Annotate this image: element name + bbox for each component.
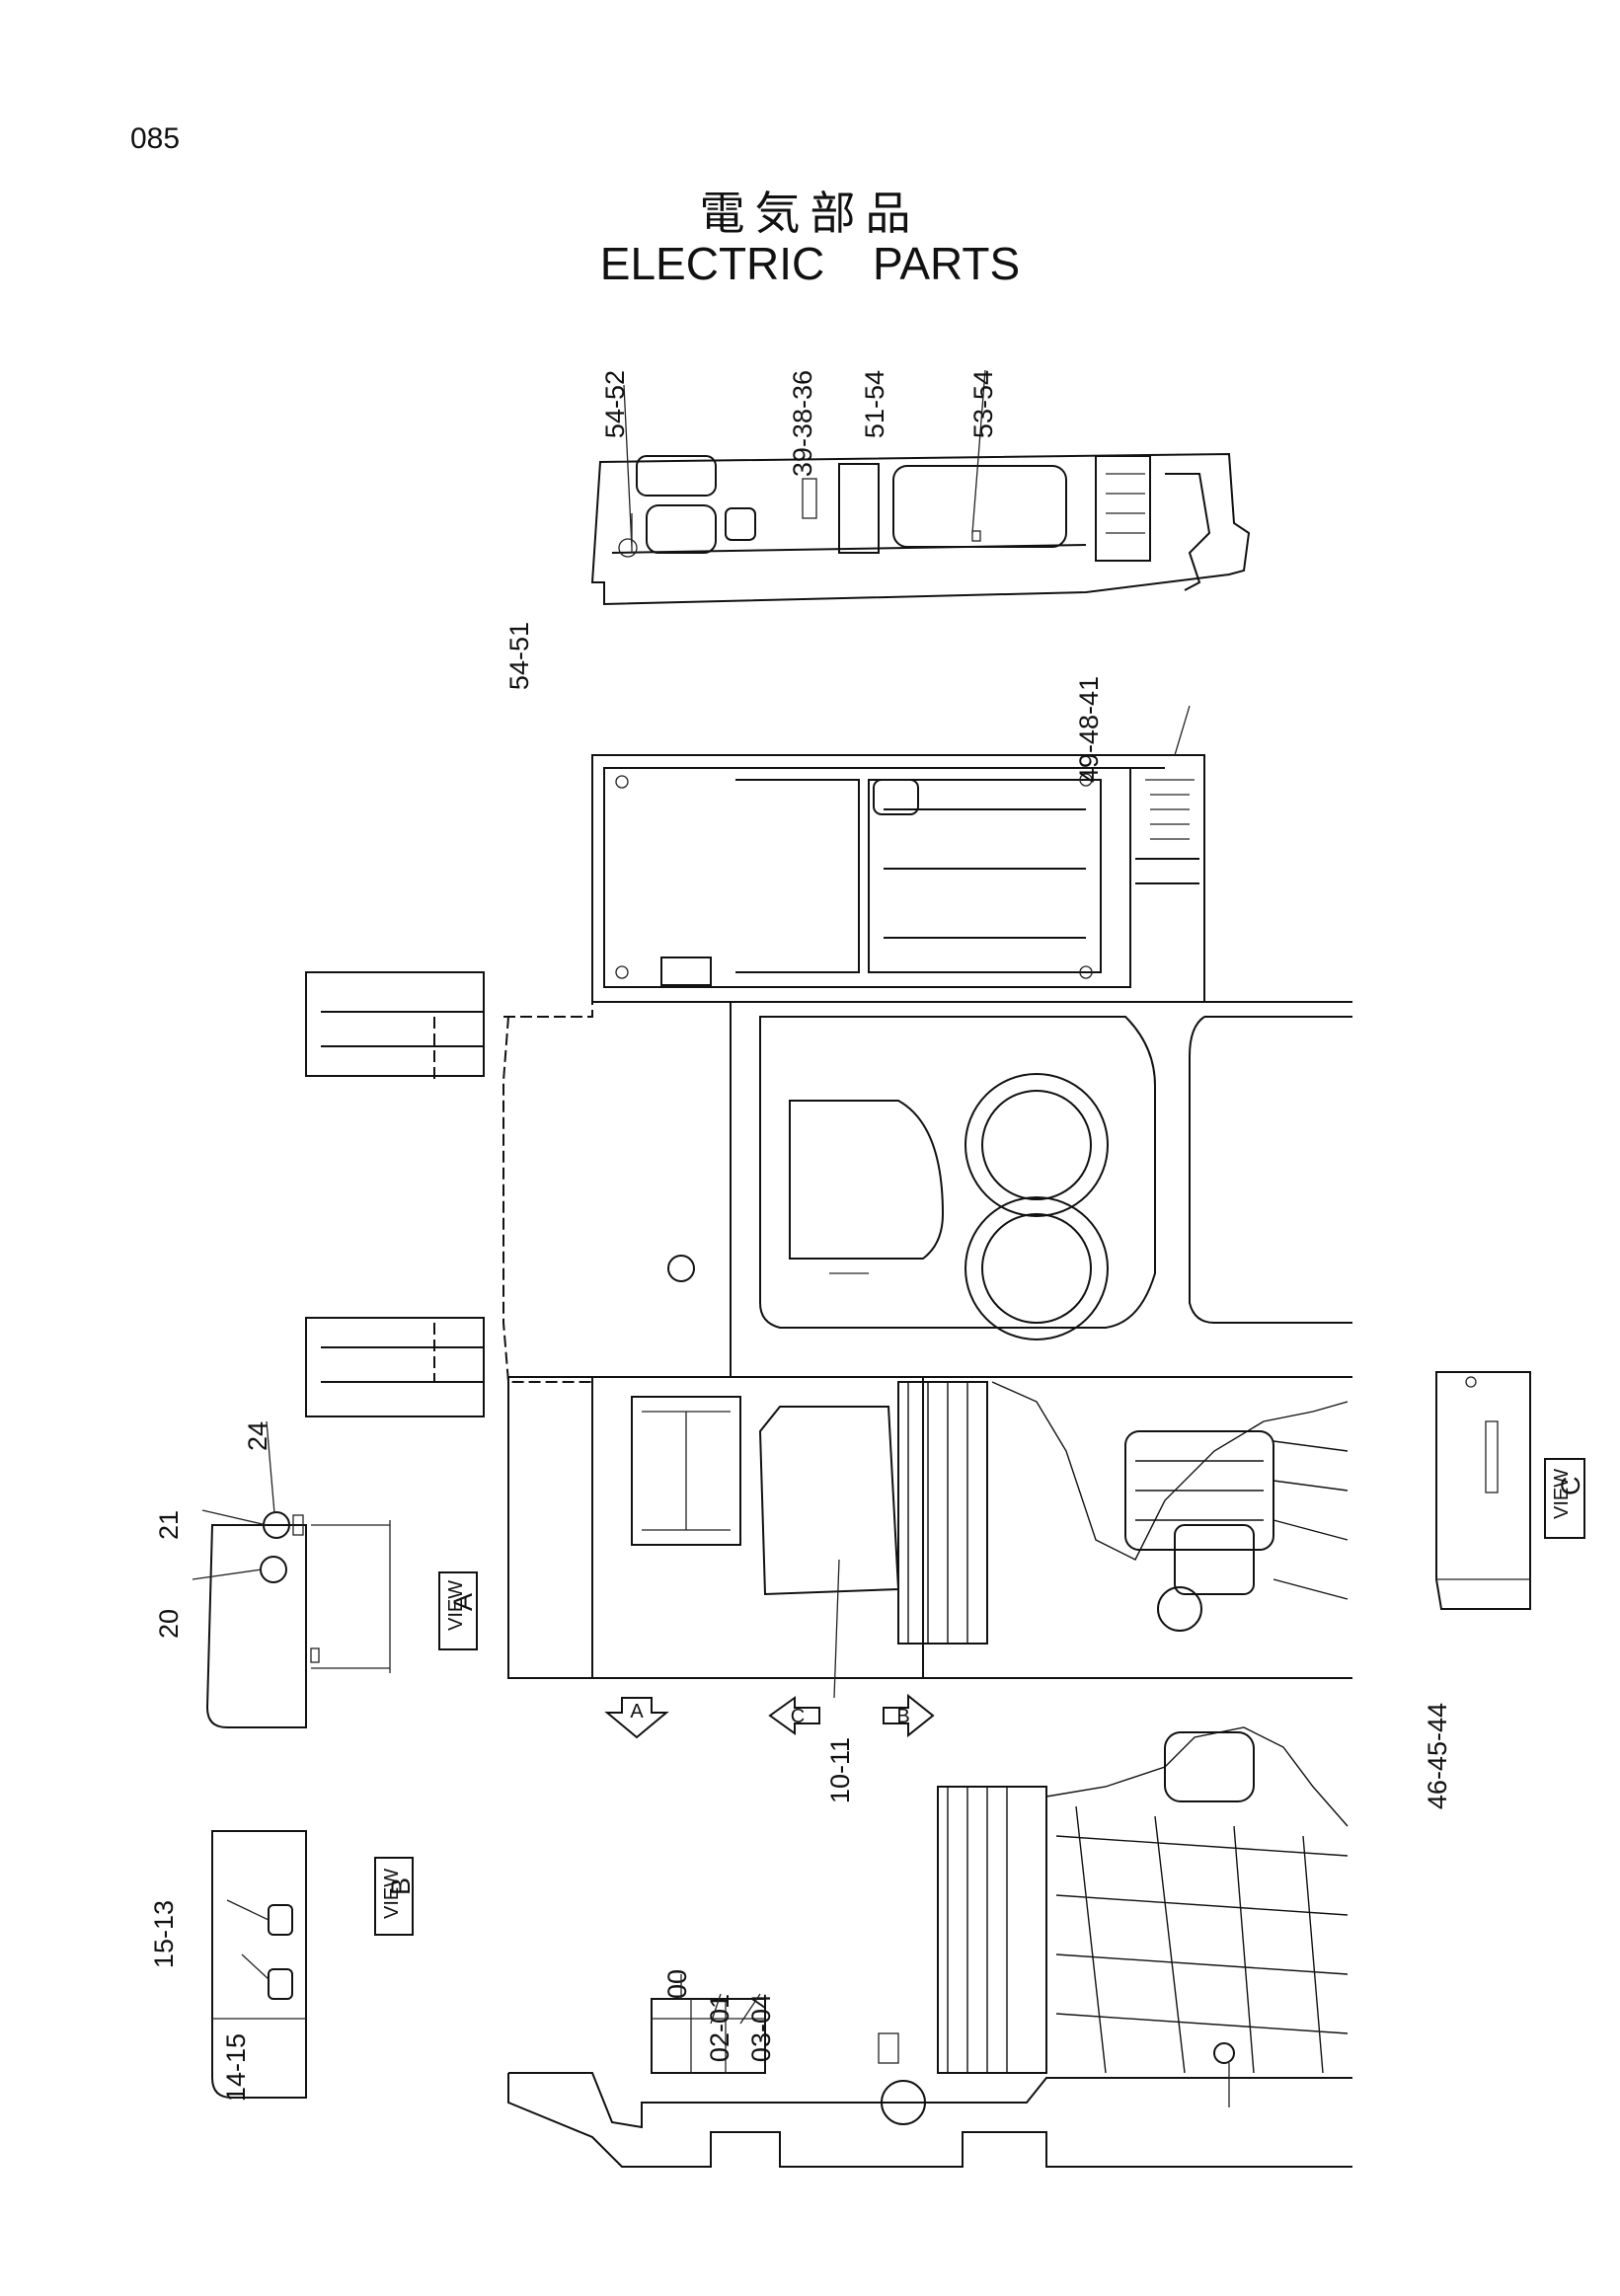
view-b-tag-word: VIEW [381,1869,403,1919]
callouts-main-plan: 10-11 [825,1737,855,1803]
main-plan-body [305,971,1352,1417]
view-arrow-a: A [604,1697,669,1739]
view-a-tag: VIEW A [438,1571,478,1650]
callouts-view-c: 46-45-44 [1423,1703,1452,1809]
view-b-panel [211,1830,307,2099]
callout-51-54: 51-54 [860,370,889,438]
lower-frame-engine [507,1376,1352,1699]
callout-24: 24 [243,1421,272,1451]
callout-49-48-41: 49-48-41 [1074,676,1104,783]
callout-03-04: 03-04 [746,1994,776,2062]
view-a-tag-letter: A [448,1593,478,1611]
side-elevation [507,1726,1352,2168]
callout-46-45-44: 46-45-44 [1423,1703,1452,1809]
callouts-top-view: 54-52 39-38-36 51-54 53-54 54-51 [504,370,998,690]
view-arrow-c: C [768,1696,820,1735]
title-japanese: 電気部品 [699,187,921,240]
callout-10-11: 10-11 [825,1737,855,1803]
view-b-tag: VIEW B [374,1857,416,1936]
callouts-view-a: 24 21 20 [154,1421,272,1639]
callout-00: 00 [662,1969,692,1999]
view-b-tag-letter: B [386,1877,416,1895]
view-c-panel [1435,1371,1531,1610]
view-a-panel [192,1420,391,1728]
view-arrow-b: B [883,1693,935,1738]
callouts-side-view: 00 02-01 03-04 [662,1969,776,2062]
upper-frame [591,705,1205,1003]
callout-39-38-36: 39-38-36 [788,370,817,477]
callout-14-15: 14-15 [221,2033,251,2102]
callout-54-52: 54-52 [600,370,630,438]
callout-54-51: 54-51 [504,622,534,690]
view-arrow-b-letter: B [896,1706,909,1727]
view-c-tag-letter: C [1556,1477,1585,1496]
view-c-tag: VIEW C [1544,1458,1585,1539]
callout-02-01: 02-01 [705,1994,734,2062]
callout-15-13: 15-13 [149,1900,179,1968]
view-a-tag-word: VIEW [445,1580,467,1631]
callout-20: 20 [154,1609,184,1639]
top-side-view [590,369,1251,606]
view-arrow-c-letter: C [791,1706,805,1727]
callouts-upper-frame: 49-48-41 [1074,676,1104,783]
view-arrow-a-letter: A [630,1701,644,1722]
callouts-view-b: 15-13 14-15 [149,1900,251,2102]
page-number: 085 [130,122,181,155]
callout-53-54: 53-54 [968,370,998,438]
title-english: ELECTRIC PARTS [599,238,1021,289]
callout-21: 21 [154,1510,184,1540]
view-c-tag-word: VIEW [1551,1469,1573,1519]
